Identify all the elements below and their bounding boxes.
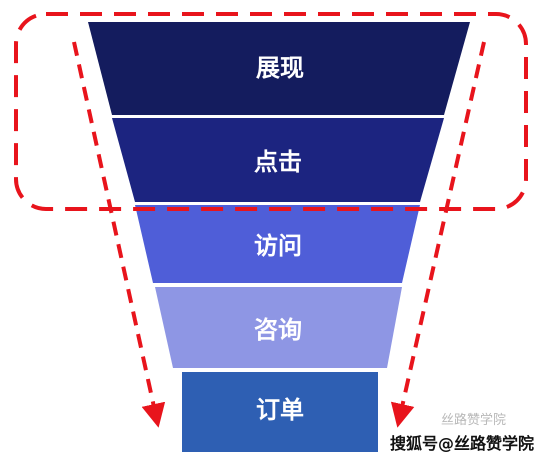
right-dashed-arrow — [390, 41, 486, 428]
funnel-stage-1-label: 展现 — [256, 54, 304, 82]
funnel-stage-4-label: 咨询 — [254, 316, 302, 344]
funnel-stage-5-shape — [182, 372, 378, 452]
funnel-stage-2-label: 点击 — [254, 148, 302, 176]
funnel-stage-3-label: 访问 — [254, 232, 302, 260]
funnel-stage-2-shape — [112, 118, 444, 202]
source-watermark: 搜狐号@丝路赞学院 — [389, 434, 534, 453]
faint-watermark: 丝路赞学院 — [440, 413, 506, 428]
funnel-stage-5-label: 订单 — [256, 396, 304, 424]
left-dashed-arrow — [72, 41, 166, 428]
funnel-stage-3-shape — [135, 205, 420, 283]
funnel-stage-4-shape — [155, 287, 402, 368]
highlight-dashed-frame — [14, 12, 528, 211]
funnel-stage-1-shape — [88, 22, 470, 115]
